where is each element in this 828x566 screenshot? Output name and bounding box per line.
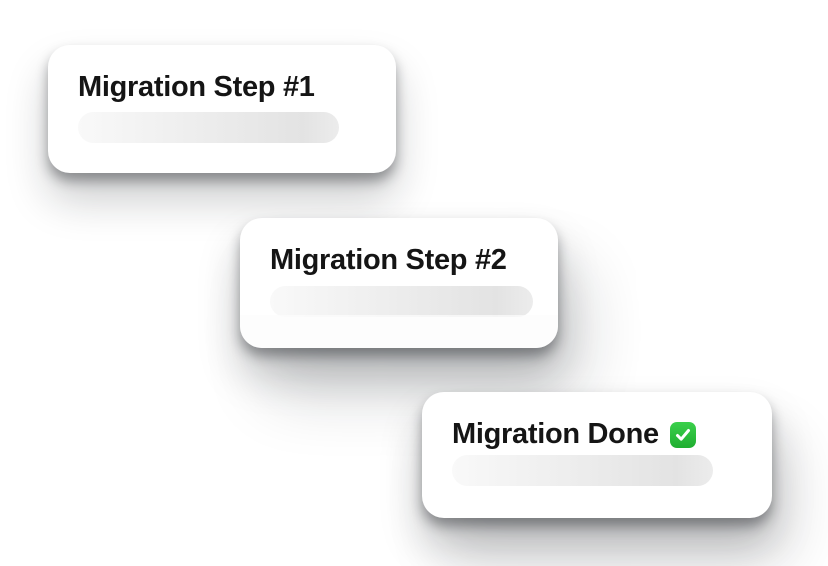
card-migration-done: Migration Done [422,392,772,518]
card-migration-step-1: Migration Step #1 [48,45,396,173]
progress-bar [78,112,339,143]
card-migration-step-2: Migration Step #2 [240,218,558,348]
card-title-text: Migration Step #2 [270,244,507,276]
progress-bar [270,286,533,317]
card-title: Migration Step #1 [78,69,315,105]
card-title: Migration Step #2 [270,242,507,278]
card-title-text: Migration Done [452,418,659,450]
card-title-text: Migration Step #1 [78,71,315,103]
check-icon [669,422,696,448]
card-footer-highlight [240,315,558,348]
card-title: Migration Done [452,416,696,452]
progress-bar [452,455,713,486]
